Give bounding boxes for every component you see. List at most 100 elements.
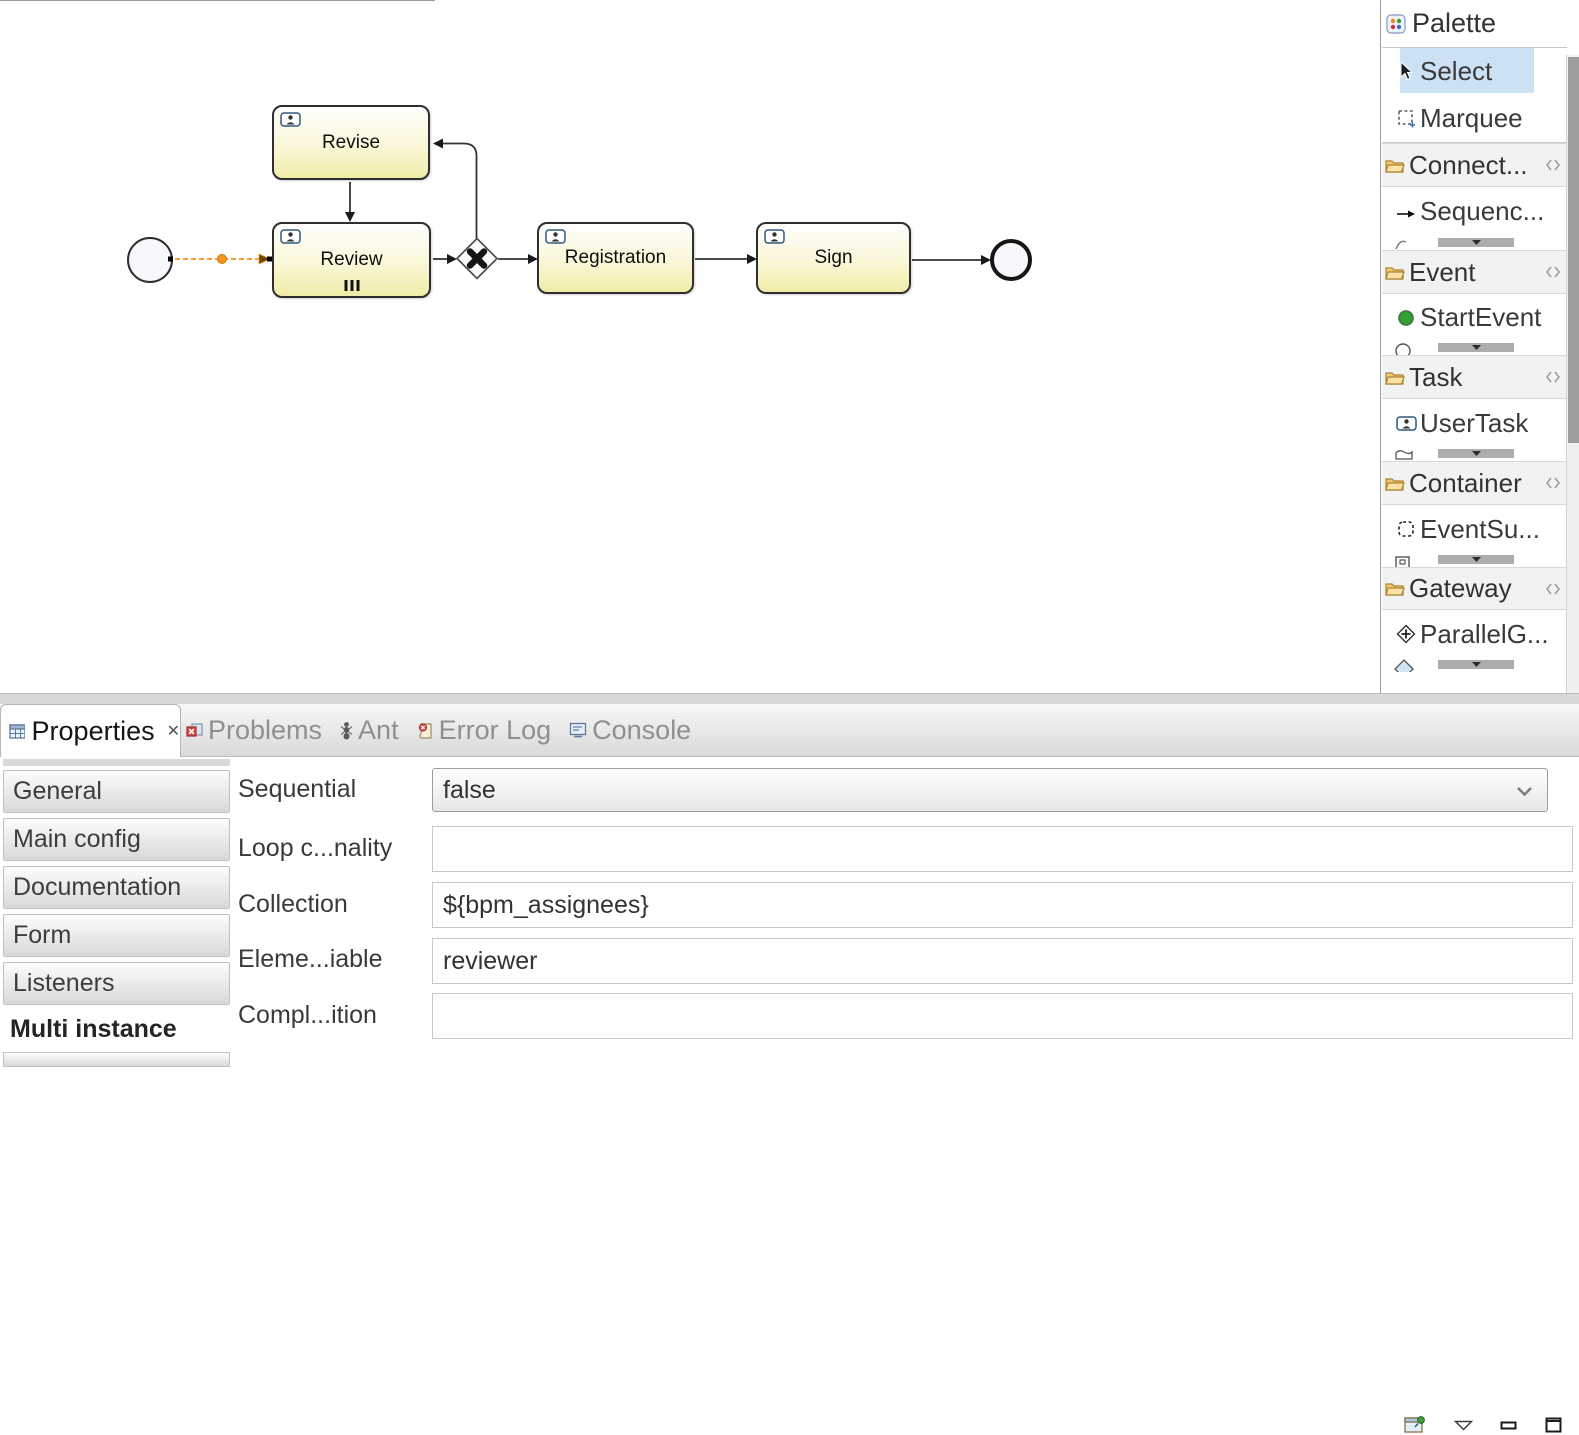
palette-scroll-more[interactable] bbox=[1382, 236, 1567, 250]
palette-scroll-more[interactable] bbox=[1382, 341, 1567, 355]
palette-tool-marquee[interactable]: Marquee bbox=[1382, 94, 1567, 142]
sidebar-tab-multi-instance[interactable]: Multi instance bbox=[3, 1010, 230, 1048]
scroll-down-button[interactable] bbox=[1438, 238, 1514, 247]
properties-icon bbox=[9, 723, 25, 739]
user-task-icon bbox=[545, 229, 566, 244]
sequence-flow-gateway-registration[interactable] bbox=[498, 254, 538, 264]
sequence-flow-start-review-selected[interactable] bbox=[168, 253, 272, 265]
palette-scrollbar-thumb[interactable] bbox=[1568, 57, 1579, 443]
flow-handle-end[interactable] bbox=[267, 256, 272, 262]
bpmn-task-revise[interactable]: Revise bbox=[272, 105, 430, 180]
task-label: Review bbox=[320, 249, 383, 270]
palette-panel: Palette Select bbox=[1380, 0, 1579, 693]
sequence-flow-gateway-revise[interactable] bbox=[433, 138, 478, 240]
maximize-icon[interactable] bbox=[1545, 1417, 1563, 1434]
close-icon[interactable]: ✕ bbox=[166, 723, 180, 740]
palette-scroll-more[interactable] bbox=[1382, 447, 1567, 461]
tab-label: Console bbox=[592, 715, 692, 745]
pin-section-icon[interactable] bbox=[1545, 582, 1561, 596]
scroll-down-button[interactable] bbox=[1438, 555, 1514, 564]
sequence-flow-review-gateway[interactable] bbox=[433, 254, 457, 264]
sequence-flow-revise-review[interactable] bbox=[345, 182, 355, 222]
palette-scroll-more[interactable] bbox=[1382, 553, 1567, 567]
palette-scrollbar[interactable] bbox=[1566, 55, 1579, 693]
palette-scroll-more[interactable] bbox=[1382, 658, 1567, 672]
pin-section-icon[interactable] bbox=[1545, 265, 1561, 279]
gateway-x-icon bbox=[466, 248, 488, 269]
sequence-flow-registration-sign[interactable] bbox=[695, 254, 757, 264]
palette-item-label: EventSu... bbox=[1420, 513, 1540, 544]
loop-cardinality-input[interactable] bbox=[432, 826, 1573, 872]
sidebar-tab-form[interactable]: Form bbox=[3, 914, 230, 957]
diagram-connections bbox=[127, 138, 1032, 283]
palette-item-label: UserTask bbox=[1420, 407, 1529, 438]
tab-properties[interactable]: Properties ✕ bbox=[0, 704, 181, 757]
tab-problems[interactable]: Problems bbox=[186, 715, 322, 746]
sidebar-tab-general[interactable]: General bbox=[3, 770, 230, 813]
ant-icon bbox=[340, 722, 353, 740]
palette-section-gateway[interactable]: Gateway bbox=[1382, 567, 1567, 610]
sidebar-tab-listeners[interactable]: Listeners bbox=[3, 962, 230, 1005]
tab-console[interactable]: Console bbox=[569, 715, 691, 746]
pin-section-icon[interactable] bbox=[1545, 476, 1561, 490]
palette-item-parallelgateway[interactable]: ParallelG... bbox=[1382, 610, 1567, 658]
palette-item-sequenceflow[interactable]: Sequenc... bbox=[1382, 187, 1567, 236]
palette-section-container[interactable]: Container bbox=[1382, 461, 1567, 505]
diagram-canvas[interactable]: Revise Review Registration bbox=[0, 0, 1380, 693]
user-task-icon bbox=[764, 229, 785, 244]
flow-bendpoint-handle[interactable] bbox=[217, 254, 227, 264]
view-menu-icon[interactable] bbox=[1454, 1420, 1473, 1431]
minimize-icon[interactable] bbox=[1500, 1417, 1518, 1433]
pin-section-icon[interactable] bbox=[1545, 370, 1561, 384]
sidebar-tab-label: Main config bbox=[13, 825, 141, 853]
palette-section-connection[interactable]: Connect... bbox=[1382, 143, 1567, 187]
palette-item-label: ParallelG... bbox=[1420, 618, 1549, 649]
sidebar-tab-label: Documentation bbox=[13, 873, 182, 901]
bpmn-exclusive-gateway[interactable] bbox=[455, 237, 499, 280]
palette-item-usertask[interactable]: UserTask bbox=[1382, 399, 1567, 447]
scroll-down-button[interactable] bbox=[1438, 660, 1514, 669]
partial-item-icon bbox=[1395, 343, 1411, 355]
marquee-icon bbox=[1394, 109, 1418, 128]
bpmn-task-registration[interactable]: Registration bbox=[537, 222, 694, 294]
palette-item-startevent[interactable]: StartEvent bbox=[1382, 294, 1567, 341]
bpmn-end-event[interactable] bbox=[990, 239, 1032, 281]
completion-condition-input[interactable] bbox=[432, 993, 1573, 1039]
pin-section-icon[interactable] bbox=[1545, 158, 1561, 172]
palette-header[interactable]: Palette bbox=[1382, 0, 1567, 47]
editor-bottom-sash[interactable] bbox=[0, 693, 1579, 704]
field-label-loop-cardinality: Loop c...nality bbox=[238, 834, 393, 862]
sequence-flow-sign-end[interactable] bbox=[912, 255, 991, 265]
sequential-select-value: false bbox=[443, 775, 496, 804]
pin-view-icon[interactable] bbox=[1404, 1415, 1427, 1435]
palette-title: Palette bbox=[1412, 8, 1497, 38]
sidebar-tab-main-config[interactable]: Main config bbox=[3, 818, 230, 861]
console-icon bbox=[569, 722, 587, 738]
section-label: Connect... bbox=[1409, 149, 1528, 180]
sidebar-tab-documentation[interactable]: Documentation bbox=[3, 866, 230, 909]
folder-icon bbox=[1385, 159, 1405, 173]
sequential-select[interactable]: false bbox=[432, 768, 1548, 812]
collection-input[interactable] bbox=[432, 882, 1573, 928]
field-label-element-variable: Eleme...iable bbox=[238, 945, 383, 973]
element-variable-input[interactable] bbox=[432, 938, 1573, 984]
user-task-icon bbox=[1394, 415, 1418, 431]
field-label-sequential: Sequential bbox=[238, 775, 357, 803]
sidebar-tab-label: Listeners bbox=[13, 969, 115, 997]
tab-error-log[interactable]: Error Log bbox=[417, 715, 551, 746]
bpmn-task-sign[interactable]: Sign bbox=[756, 222, 911, 294]
scroll-down-button[interactable] bbox=[1438, 343, 1514, 352]
bpmn-start-event[interactable] bbox=[127, 237, 173, 283]
palette-section-event[interactable]: Event bbox=[1382, 250, 1567, 294]
field-label-completion-condition: Compl...ition bbox=[238, 1001, 377, 1029]
palette-section-task[interactable]: Task bbox=[1382, 355, 1567, 399]
folder-icon bbox=[1385, 477, 1405, 491]
user-task-icon bbox=[280, 112, 301, 127]
palette-tool-select[interactable]: Select bbox=[1382, 48, 1567, 94]
tab-ant[interactable]: Ant bbox=[340, 715, 399, 746]
palette-item-eventsubprocess[interactable]: EventSu... bbox=[1382, 505, 1567, 553]
scroll-down-button[interactable] bbox=[1438, 449, 1514, 458]
flow-handle-start[interactable] bbox=[168, 256, 173, 262]
palette-tool-label: Marquee bbox=[1420, 102, 1523, 133]
bpmn-task-review[interactable]: Review bbox=[272, 222, 431, 298]
